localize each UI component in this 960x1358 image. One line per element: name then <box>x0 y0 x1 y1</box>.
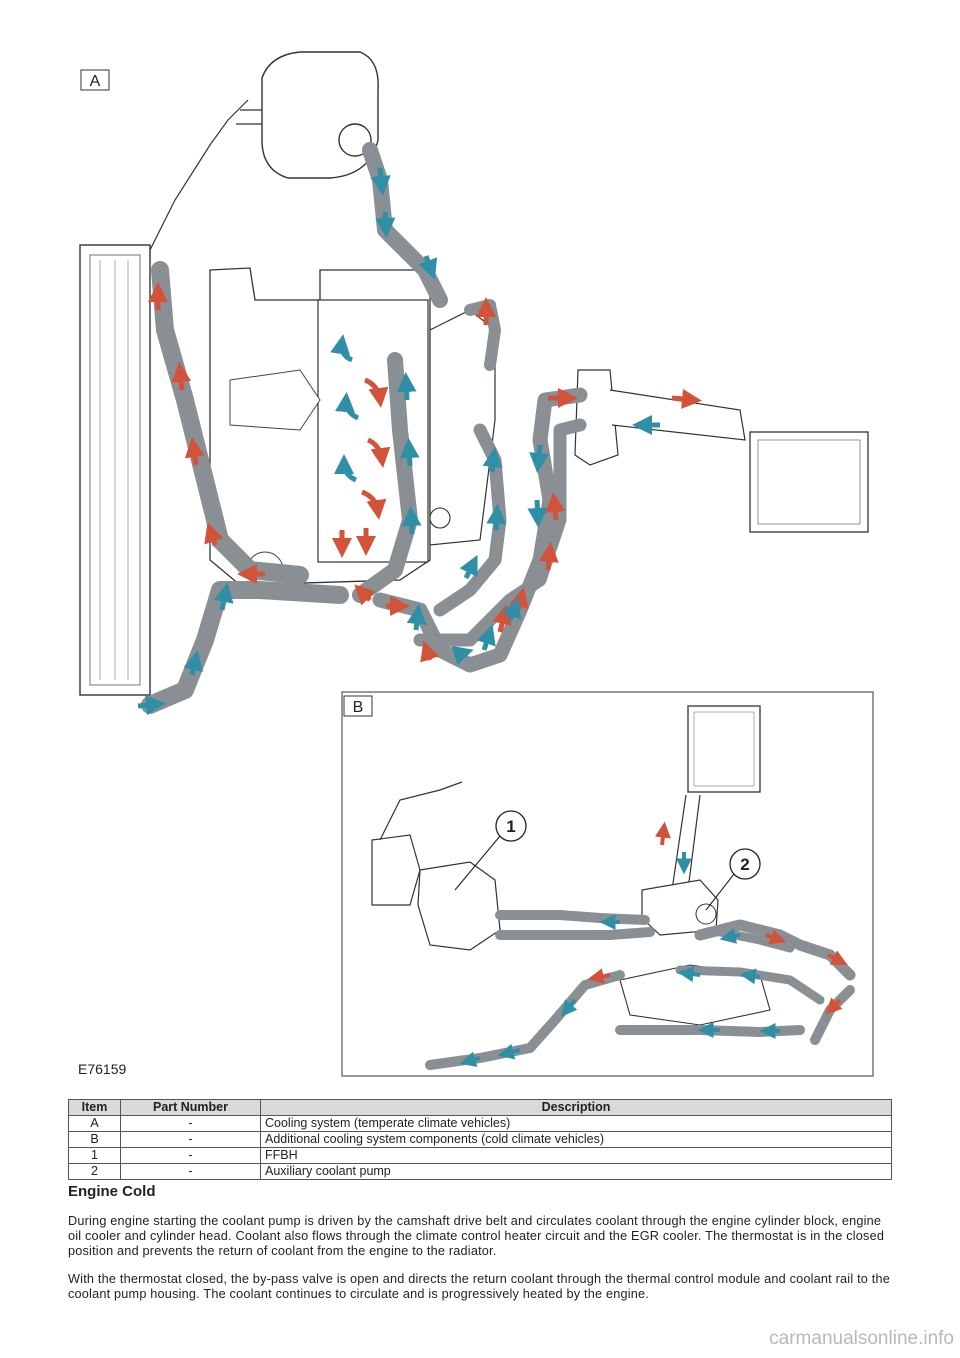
section-heading: Engine Cold <box>68 1183 156 1200</box>
coolant-system-figure: A <box>78 51 874 1077</box>
cell-part-number: - <box>120 1115 261 1132</box>
header-description: Description <box>260 1099 892 1116</box>
cold-flow-arrows <box>137 167 660 716</box>
parts-table-header: Item Part Number Description <box>68 1099 892 1116</box>
panel-b-cold-arrows <box>459 852 780 1068</box>
callout-1: 1 <box>454 810 527 891</box>
callout-2-label: 2 <box>740 855 749 874</box>
callout-1-label: 1 <box>506 817 515 836</box>
heater-valve-housing <box>574 369 619 466</box>
figure-code: E76159 <box>78 1061 126 1077</box>
table-row: B - Additional cooling system components… <box>68 1131 892 1148</box>
panel-a-diagram: A <box>79 51 869 716</box>
hot-flow-arrows <box>148 282 702 663</box>
panel-a-label-box <box>80 69 110 91</box>
cell-part-number: - <box>120 1131 261 1148</box>
panel-b-label: B <box>353 699 364 716</box>
cell-item: A <box>68 1115 121 1132</box>
panel-b-label-box <box>343 695 373 717</box>
cell-item: 2 <box>68 1163 121 1180</box>
cell-description: Additional cooling system components (co… <box>260 1131 892 1148</box>
panel-b-diagram: B <box>341 691 874 1077</box>
cell-description: Auxiliary coolant pump <box>260 1163 892 1180</box>
panel-b-ffbh-housing <box>371 834 421 906</box>
watermark: carmanualsonline.info <box>769 1328 954 1349</box>
header-part-number: Part Number <box>120 1099 261 1116</box>
header-item: Item <box>68 1099 121 1116</box>
cell-description: FFBH <box>260 1147 892 1164</box>
table-row: A - Cooling system (temperate climate ve… <box>68 1115 892 1132</box>
cell-item: 1 <box>68 1147 121 1164</box>
cell-item: B <box>68 1131 121 1148</box>
expansion-tank <box>261 51 379 179</box>
heater-matrix <box>749 431 869 533</box>
paragraph-engine-start: During engine starting the coolant pump … <box>68 1214 885 1258</box>
cell-description: Cooling system (temperate climate vehicl… <box>260 1115 892 1132</box>
panel-a-label: A <box>90 73 101 90</box>
table-row: 1 - FFBH <box>68 1147 892 1164</box>
bleed-line <box>139 99 249 281</box>
callout-2: 2 <box>705 848 761 911</box>
paragraph-thermostat-closed: With the thermostat closed, the by-pass … <box>68 1272 891 1301</box>
cell-part-number: - <box>120 1163 261 1180</box>
table-row: 2 - Auxiliary coolant pump <box>68 1163 892 1180</box>
cell-part-number: - <box>120 1147 261 1164</box>
panel-b-hot-arrows <box>587 821 848 1015</box>
panel-b-heater-matrix <box>687 705 761 793</box>
parts-table: Item Part Number Description A - Cooling… <box>68 1099 892 1180</box>
